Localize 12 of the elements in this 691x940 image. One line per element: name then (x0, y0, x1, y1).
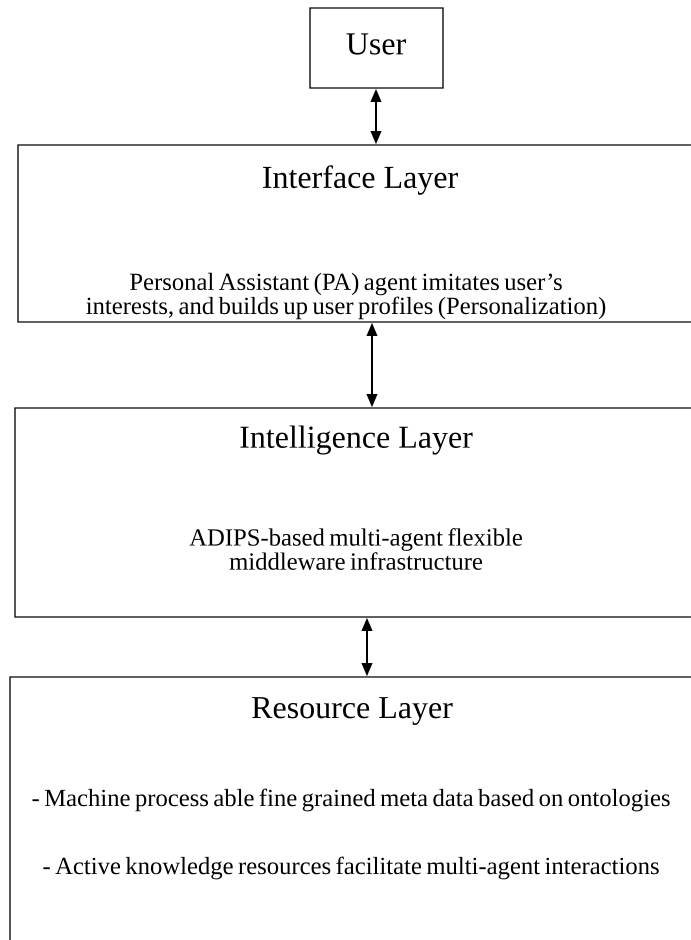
description-text: Personal Assistant (PA) agent imitates user’s interests, and builds up user profiles (Personalization) (86, 272, 606, 320)
layer-title: Interface Layer (263, 165, 458, 195)
layer-box (9, 676, 691, 940)
box-label: User (346, 33, 406, 55)
layer-title: Resource Layer (252, 697, 453, 725)
layer-box (17, 144, 691, 323)
description-text: - Active knowledge resources facilitate multi-agent interactions (43, 856, 659, 880)
description-text: - Machine process able fine grained meta data based on ontologies (32, 788, 670, 812)
layer-title: Intelligence Layer (240, 425, 473, 455)
description-text: ADIPS-based multi-agent flexible middleware infrastructure (189, 528, 522, 570)
user-box (309, 7, 444, 89)
layer-box (14, 407, 691, 618)
